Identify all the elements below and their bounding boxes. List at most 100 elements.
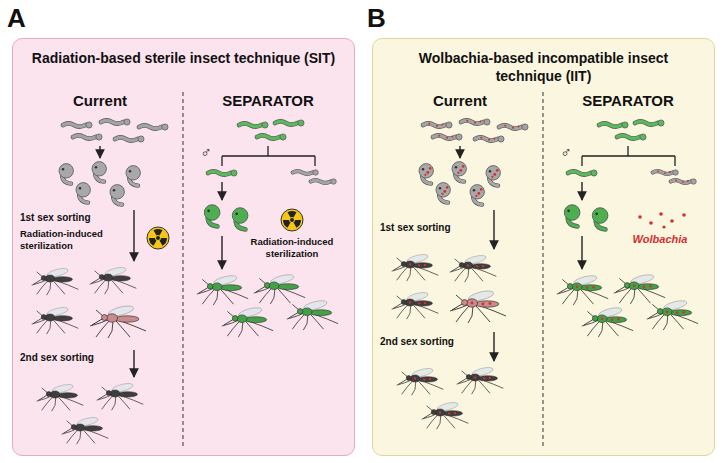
mosquito (392, 291, 439, 319)
mosquito (32, 267, 79, 295)
mosquito (62, 416, 109, 444)
pupa (110, 185, 124, 205)
mosquito (450, 254, 497, 282)
male-symbol: ♂ (556, 144, 576, 160)
pupae-group (419, 162, 500, 205)
larva (139, 124, 168, 130)
mosquito-group (197, 273, 338, 337)
pupa (419, 164, 433, 184)
flow-arrow (133, 350, 134, 377)
larva (73, 134, 102, 140)
larva (257, 134, 286, 140)
flow-arrow (493, 332, 494, 361)
larva (115, 136, 144, 142)
mosquito (647, 299, 698, 330)
mosquito (557, 274, 608, 305)
larva (499, 124, 528, 130)
mosquito (97, 382, 144, 410)
female-larva (653, 170, 679, 175)
mosquito (37, 383, 84, 411)
larva (599, 122, 628, 128)
flow-arrow (581, 182, 582, 200)
agent-label: Wolbachia (615, 232, 705, 246)
female-larva (311, 179, 337, 184)
larva (617, 134, 646, 140)
column-heading: Current (40, 92, 160, 110)
larvae-group (423, 119, 528, 142)
female-larva (671, 179, 697, 184)
larva (475, 136, 504, 142)
mosquito (197, 274, 248, 305)
pupa (92, 162, 106, 182)
radiation-symbol (147, 227, 169, 249)
larva (423, 122, 452, 128)
mosquito-group (397, 366, 504, 429)
panel-title: Radiation-based sterile insect technique… (27, 49, 340, 67)
larvae-group (63, 119, 168, 142)
mosquito (422, 401, 469, 429)
mosquito (287, 299, 338, 330)
sorting-bracket (582, 146, 675, 166)
larva (239, 122, 268, 128)
mosquito (32, 306, 79, 334)
pupa (486, 166, 500, 186)
column-divider (183, 92, 184, 448)
sorting-bracket (222, 146, 315, 166)
pupa (592, 208, 608, 230)
pupa (204, 205, 220, 227)
mosquito (457, 366, 504, 394)
mosquito-group (392, 253, 506, 323)
mosquito (254, 273, 305, 304)
mosquito (397, 367, 444, 395)
flow-arrow (581, 236, 582, 269)
larva (101, 119, 130, 125)
flow-arrow (493, 210, 494, 249)
mosquito-group (32, 266, 146, 338)
female-mosquito (90, 304, 146, 338)
mosquito (582, 306, 633, 337)
mosquito (90, 266, 137, 294)
mosquito-group (557, 273, 698, 337)
male-symbol: ♂ (196, 144, 216, 160)
flow-arrow (99, 146, 100, 158)
male-larva (208, 170, 237, 176)
larva (63, 122, 92, 128)
larva (275, 120, 304, 126)
step-label: 1st sex sorting (380, 222, 486, 234)
larvae-group (239, 120, 304, 140)
mosquito (222, 306, 273, 337)
panel-letter: A (7, 3, 26, 33)
larva (433, 134, 462, 140)
pupa (470, 185, 484, 205)
step-label: Radiation-induced sterilization (240, 236, 344, 260)
flow-arrow (459, 146, 460, 158)
step-label: 2nd sex sorting (20, 352, 126, 364)
column-divider (543, 92, 544, 448)
step-label: Radiation-induced sterilization (20, 228, 126, 252)
wolbachia-dots (638, 212, 686, 228)
pupa (564, 205, 580, 227)
larva (461, 119, 490, 125)
female-mosquito (450, 289, 506, 323)
larva (635, 120, 664, 126)
pupae-group (204, 205, 248, 230)
pupa (436, 183, 450, 203)
male-larva (568, 170, 597, 176)
flow-arrow (221, 236, 222, 269)
radiation-symbol (281, 209, 303, 231)
column-heading: Current (400, 92, 520, 110)
female-larva (293, 170, 319, 175)
step-label: 2nd sex sorting (380, 336, 486, 348)
pupa (126, 166, 140, 186)
mosquito (614, 273, 665, 304)
panel-title: Wolbachia-based incompatible insect tech… (387, 49, 700, 85)
panel-letter: B (367, 3, 386, 33)
mosquito-group (37, 382, 144, 444)
pupa (76, 183, 90, 203)
larvae-group (599, 120, 664, 140)
pupa (452, 162, 466, 182)
pupa (232, 208, 248, 230)
step-label: 1st sex sorting (20, 212, 126, 224)
mosquito (392, 253, 439, 281)
